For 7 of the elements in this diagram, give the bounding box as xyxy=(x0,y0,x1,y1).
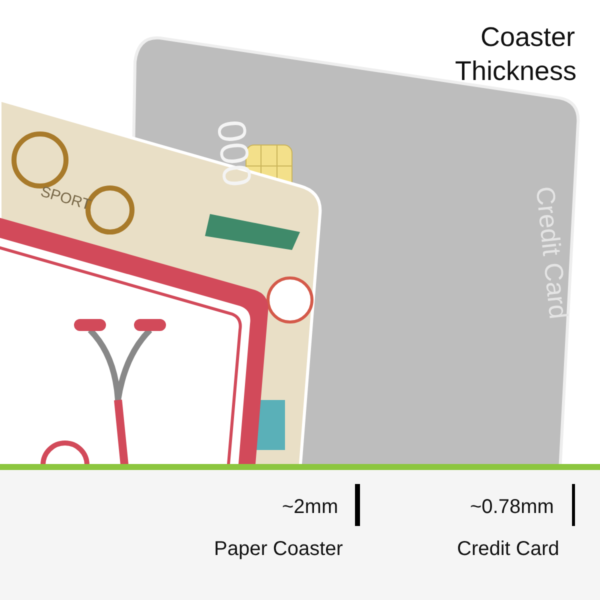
item-label: Credit Card xyxy=(457,538,560,561)
card-number: 000 xyxy=(207,118,259,190)
title: Coaster Thickness xyxy=(455,21,575,88)
pattern-text: SPORT xyxy=(38,183,93,214)
thickness-value: ~2mm xyxy=(282,496,338,519)
item-label: Paper Coaster xyxy=(214,538,343,561)
thickness-value: ~0.78mm xyxy=(470,496,554,519)
